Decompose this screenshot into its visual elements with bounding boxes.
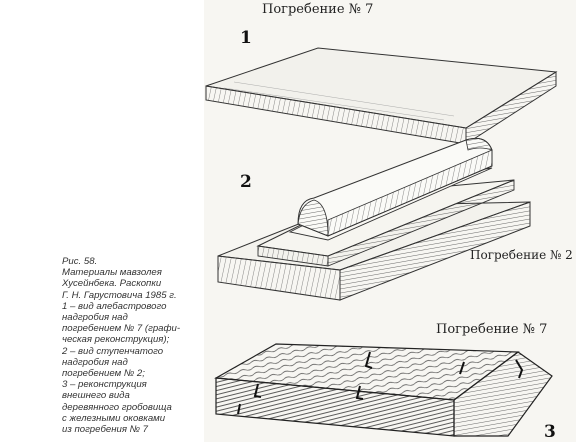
caption-line: надгробия над bbox=[62, 312, 128, 324]
label-burial-7-bottom: Погребение № 7 bbox=[436, 322, 548, 337]
caption-line: ческая реконструкция); bbox=[62, 334, 170, 346]
tombstone-drawing bbox=[205, 47, 558, 437]
caption-line: 1 – вид алебастрового bbox=[62, 300, 167, 312]
caption-line: 2 – вид ступенчатого bbox=[62, 345, 164, 357]
caption-line: 3 – реконструкция bbox=[62, 379, 147, 391]
caption-line: деревянного гробовища bbox=[62, 401, 172, 413]
stepped-tombstone-2 bbox=[217, 137, 531, 301]
figure-number-1: 1 bbox=[240, 28, 252, 48]
caption-line: погребением № 7 (графи- bbox=[62, 323, 181, 335]
caption-line: Материалы мавзолея bbox=[62, 267, 162, 279]
caption-line: Хусейнбека. Раскопки bbox=[62, 278, 162, 290]
slab-1 bbox=[205, 47, 558, 145]
caption-line: внешнего вида bbox=[62, 390, 130, 402]
caption-line: погребением № 2; bbox=[62, 368, 145, 380]
caption-line: из погребения № 7 bbox=[62, 424, 149, 436]
caption-line: Рис. 58. bbox=[62, 256, 98, 267]
caption-line: с железными оковками bbox=[62, 412, 166, 424]
figure-caption: Рис. 58. Материалы мавзолея Хусейнбека. … bbox=[62, 256, 202, 435]
label-burial-2: Погребение № 2 bbox=[470, 248, 573, 262]
label-burial-7-top: Погребение № 7 bbox=[262, 2, 374, 17]
figure-number-2: 2 bbox=[240, 172, 252, 192]
caption-line: надгробия над bbox=[62, 356, 128, 368]
illustration-plate: Погребение № 7 1 2 Погребение № 2 Погреб… bbox=[204, 0, 576, 442]
figure-number-3: 3 bbox=[544, 422, 556, 442]
wooden-coffin-3 bbox=[214, 343, 553, 437]
caption-line: Г. Н. Гарустовича 1985 г. bbox=[62, 289, 177, 301]
